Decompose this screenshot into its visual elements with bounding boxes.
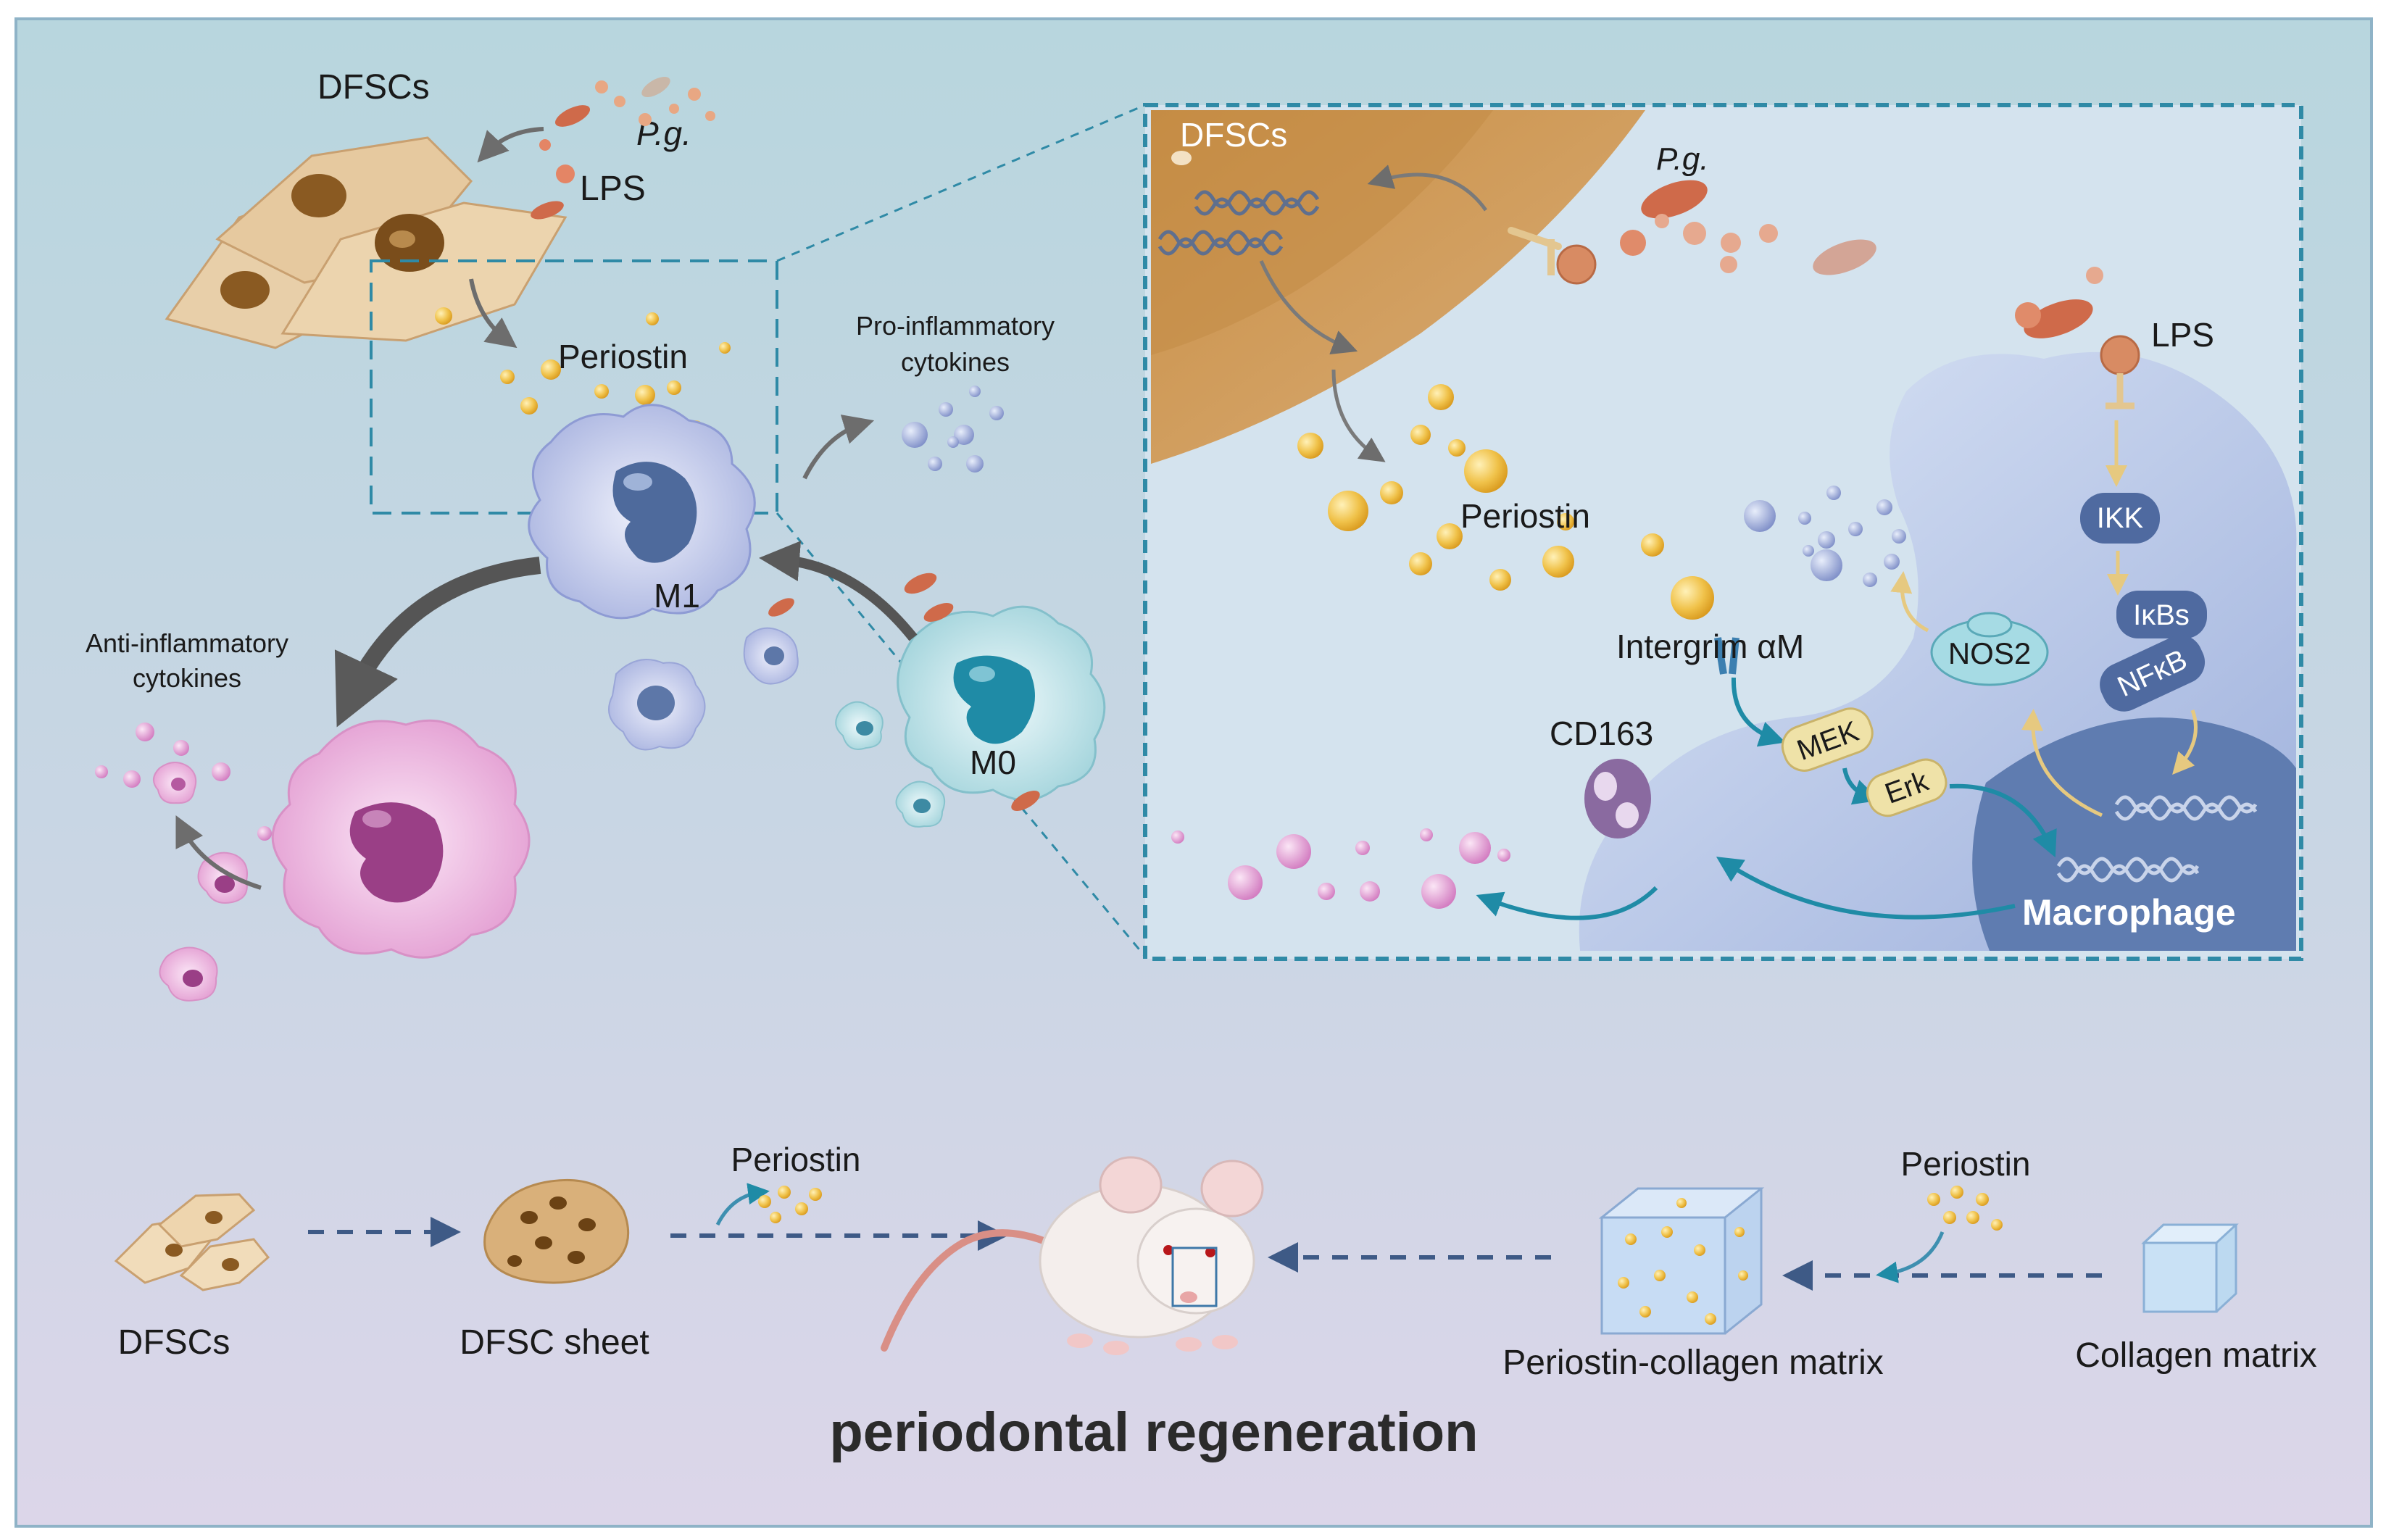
cd163-label: CD163 — [1550, 715, 1653, 752]
inset-bacteria — [1620, 180, 2103, 338]
zoom-connector-top — [776, 104, 1146, 262]
bottom-periostin-label-left: Periostin — [731, 1141, 861, 1178]
inset-arrow-periostin-out — [1331, 369, 1386, 462]
bottom-dfscs-label: DFSCs — [118, 1323, 230, 1362]
inset-arrow-signal-to-nucleus — [1367, 165, 1488, 212]
zoomed-inset: DFSCs P.g. Macrophage LPS — [1145, 105, 2301, 959]
zoom-region-box — [370, 259, 778, 515]
cd163-receptor — [1584, 759, 1651, 838]
small-m2-cells — [153, 762, 248, 1002]
m2-macrophage — [271, 719, 531, 959]
inset-lps-label: LPS — [2151, 316, 2214, 354]
ikk-protein: IKK — [2080, 493, 2160, 544]
inset-periostin-label: Periostin — [1460, 497, 1590, 535]
svg-text:IκBs: IκBs — [2133, 599, 2190, 631]
bottom-periostin-curve-right — [1876, 1231, 1945, 1283]
anti-inflammatory-label-line2: cytokines — [133, 663, 241, 693]
bottom-title: periodontal regeneration — [829, 1402, 1478, 1463]
inset-macrophage-label: Macrophage — [2022, 892, 2236, 933]
bottom-dfsc-sheet-icon — [483, 1178, 630, 1284]
inset-arrow-dna-to-periostin — [1259, 259, 1358, 355]
svg-text:NOS2: NOS2 — [1948, 636, 2031, 670]
bottom-periostin-curve-left — [715, 1183, 770, 1226]
pro-inflammatory-label: Pro-inflammatory — [856, 311, 1055, 341]
inset-pro-cytokines — [1744, 486, 1906, 587]
inset-dashed-frame — [1143, 103, 2303, 961]
bacteria-near-m0 — [768, 573, 1040, 811]
bacteria-pg-top — [531, 77, 715, 220]
bottom-matrix-label: Periostin-collagen matrix — [1502, 1344, 1884, 1382]
erk-protein: Erk — [1866, 758, 1948, 817]
bottom-dfsc-sheet-label: DFSC sheet — [460, 1323, 649, 1362]
inset-dfscs-label: DFSCs — [1180, 116, 1287, 154]
pro-inflammatory-label-line2: cytokines — [901, 347, 1010, 377]
inset-anti-cytokines — [1171, 828, 1510, 909]
arrow-m0-to-m1 — [759, 541, 918, 641]
anti-inflammatory-label: Anti-inflammatory — [86, 628, 288, 658]
inset-periostin-particles — [1297, 384, 1714, 620]
ikbs-protein: IκBs — [2116, 591, 2207, 638]
m0-macrophage — [897, 605, 1106, 802]
anti-inflammatory-cytokine-particles — [95, 723, 272, 841]
bottom-collagen-label: Collagen matrix — [2075, 1336, 2316, 1375]
m0-label: M0 — [970, 744, 1016, 781]
inset-dfsc-dna — [1157, 190, 1320, 256]
dfscs-label-top: DFSCs — [317, 68, 430, 107]
m1-label: M1 — [654, 577, 700, 615]
dfsc-cell-cluster — [165, 136, 568, 349]
bottom-periostin-dots-left — [758, 1186, 822, 1223]
bottom-periostin-dots-right — [1927, 1186, 2003, 1231]
rat-illustration — [881, 1156, 1264, 1355]
inset-macrophage-nucleus — [1972, 717, 2296, 951]
m1-macrophage — [528, 404, 756, 620]
periostin-collagen-matrix-cube — [1598, 1187, 1765, 1335]
integrin-label: Intergrim αM — [1616, 628, 1804, 665]
inset-macrophage-dna — [2056, 795, 2258, 883]
svg-text:IKK: IKK — [2097, 502, 2144, 534]
nos2-protein: NOS2 — [1930, 612, 2049, 686]
bottom-periostin-label-right: Periostin — [1901, 1145, 2031, 1183]
lps-label-top: LPS — [580, 170, 646, 208]
pro-inflammatory-cytokine-particles — [902, 386, 1004, 473]
arrow-m1-to-pro-cytokines — [802, 415, 875, 480]
collagen-matrix-cube — [2141, 1223, 2239, 1313]
arrow-lps-to-dfsc — [477, 127, 544, 163]
bottom-dfscs-icon — [114, 1193, 270, 1291]
small-macrophages-mid — [608, 627, 945, 828]
integrin-receptor — [1714, 637, 1739, 675]
periostin-label-top: Periostin — [558, 338, 688, 375]
arrow-m1-to-m2 — [334, 557, 541, 728]
arrow-m2-to-anti-cytokines — [175, 815, 262, 890]
inset-pg-label: P.g. — [1656, 141, 1709, 177]
arrow-dfsc-to-periostin — [469, 278, 517, 349]
